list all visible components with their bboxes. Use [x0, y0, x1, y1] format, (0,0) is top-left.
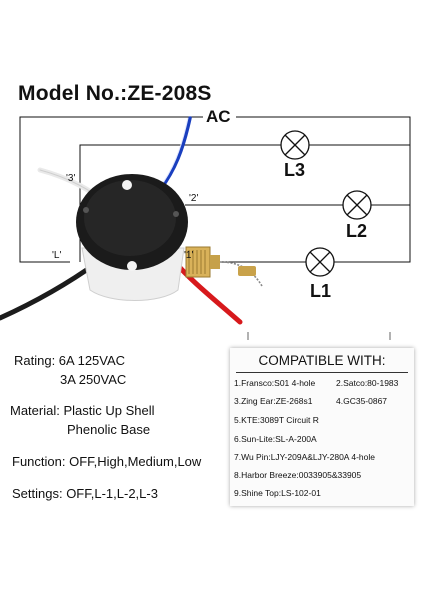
- terminal-label-2: '2': [189, 193, 199, 204]
- compatible-item-1: 1.Fransco:S01 4-hole: [234, 378, 316, 388]
- compatible-card: COMPATIBLE WITH: 1.Fransco:S01 4-hole 2.…: [230, 348, 414, 506]
- compatible-item-5: 5.KTE:3089T Circuit R: [234, 415, 319, 425]
- lamp-l3-icon: [280, 130, 310, 160]
- terminal-label-1: '1': [184, 250, 194, 261]
- compatible-title: COMPATIBLE WITH:: [258, 353, 386, 368]
- compatible-item-2: 2.Satco:80-1983: [336, 378, 399, 388]
- compatible-item-6: 6.Sun-Lite:SL-A-200A: [234, 434, 317, 444]
- card-ticks: [247, 332, 391, 340]
- material-line-2: Phenolic Base: [67, 422, 151, 437]
- lamp-label-l2: L2: [346, 221, 368, 241]
- rating-line-2: 3A 250VAC: [60, 372, 127, 387]
- terminal-label-l: 'L': [52, 250, 62, 261]
- rotary-switch-icon: [76, 174, 263, 301]
- terminal-label-3: '3': [66, 173, 76, 184]
- compatible-item-8: 8.Harbor Breeze:0033905&33905: [234, 470, 362, 480]
- lamp-label-l1: L1: [310, 281, 332, 301]
- material-line-1: Material: Plastic Up Shell: [10, 403, 155, 418]
- settings-line: Settings: OFF,L-1,L-2,L-3: [12, 486, 158, 501]
- function-line: Function: OFF,High,Medium,Low: [12, 454, 202, 469]
- lamp-l1-icon: [305, 247, 335, 277]
- compatible-item-4: 4.GC35-0867: [336, 396, 388, 406]
- compatible-item-3: 3.Zing Ear:ZE-268s1: [234, 396, 313, 406]
- ac-label: AC: [206, 107, 231, 126]
- compatible-item-9: 9.Shine Top:LS-102-01: [234, 488, 321, 498]
- compatible-divider: [236, 372, 408, 373]
- compatible-item-7: 7.Wu Pin:LJY-209A&LJY-280A 4-hole: [234, 452, 375, 462]
- model-number-title: Model No.:ZE-208S: [18, 82, 212, 105]
- wiring-diagram: [0, 116, 411, 340]
- lamp-label-l3: L3: [284, 160, 306, 180]
- rating-line-1: Rating: 6A 125VAC: [14, 353, 126, 368]
- lamp-l2-icon: [342, 190, 372, 220]
